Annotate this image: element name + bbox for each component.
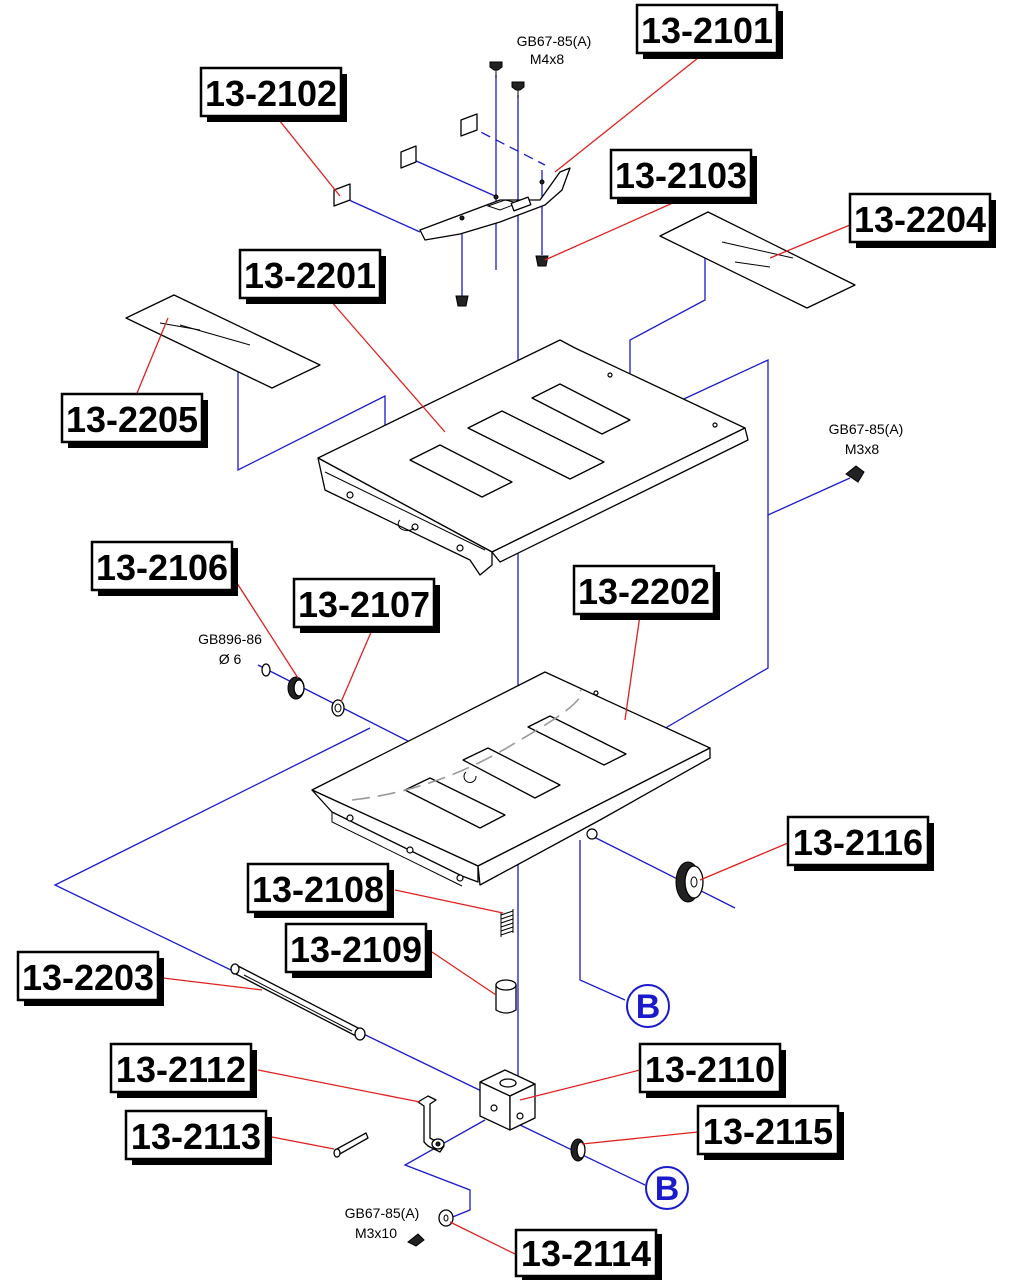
part-label-2109: 13-2109 [284, 922, 432, 978]
ref-b-upper: B [626, 984, 670, 1028]
note-screw-bottom-size: M3x10 [355, 1225, 397, 1241]
screw-bracket-left [455, 295, 469, 307]
note-washer: GB896-86 Ø 6 [198, 631, 262, 667]
note-screw-bottom: GB67-85(A) M3x10 [345, 1205, 420, 1241]
screw-top-b [511, 81, 525, 91]
part-label-2202: 13-2202 [572, 564, 720, 620]
part-label-2114: 13-2114 [514, 1228, 662, 1280]
base-tray [311, 671, 711, 887]
clip-right [460, 113, 478, 137]
note-screw-right-std: GB67-85(A) [829, 421, 904, 437]
note-washer-size: Ø 6 [219, 651, 242, 667]
part-label-2115: 13-2115 [696, 1104, 844, 1160]
sticker-right [659, 211, 856, 309]
part-label-2108: 13-2108 [246, 862, 394, 918]
sticker-left [125, 294, 321, 389]
leader-lines [134, 57, 851, 1256]
part-label-2115-text: 13-2115 [703, 1111, 833, 1152]
ref-b-lower-text: B [655, 1170, 680, 1208]
screw-top-a [489, 61, 503, 71]
part-label-2109-text: 13-2109 [290, 929, 422, 970]
washer-small [261, 663, 271, 677]
part-label-2114-text: 13-2114 [521, 1233, 651, 1274]
part-label-2116: 13-2116 [786, 815, 934, 871]
screw-right [845, 465, 865, 483]
part-label-2113: 13-2113 [124, 1109, 272, 1165]
part-label-2204-text: 13-2204 [854, 199, 986, 240]
block-2110 [479, 1069, 536, 1131]
part-label-2205-text: 13-2205 [66, 399, 198, 440]
bracket-part [333, 61, 571, 307]
part-label-2110: 13-2110 [638, 1042, 786, 1098]
ref-b-upper-text: B [636, 988, 661, 1026]
ref-b-lower: B [645, 1166, 689, 1210]
part-label-2108-text: 13-2108 [252, 869, 384, 910]
clip-left [333, 183, 351, 207]
bearing-2106 [287, 676, 305, 700]
part-label-2106: 13-2106 [90, 540, 238, 596]
part-label-2202-text: 13-2202 [578, 571, 710, 612]
part-label-2116-text: 13-2116 [793, 822, 923, 863]
rod-2203 [230, 963, 366, 1041]
note-screw-bottom-std: GB67-85(A) [345, 1205, 420, 1221]
note-screw-top: GB67-85(A) M4x8 [517, 33, 592, 67]
screw-bracket-right [535, 255, 549, 267]
part-label-2103: 13-2103 [609, 148, 757, 204]
bushing-2107 [331, 699, 345, 717]
note-screw-top-size: M4x8 [530, 51, 564, 67]
pin-2113 [333, 1132, 369, 1158]
note-screw-top-std: GB67-85(A) [517, 33, 592, 49]
part-label-2201-text: 13-2201 [244, 255, 376, 296]
part-label-2113-text: 13-2113 [131, 1116, 261, 1157]
part-label-2102: 13-2102 [199, 66, 347, 122]
note-screw-right-size: M3x8 [845, 441, 879, 457]
bracket-2112 [417, 1095, 445, 1153]
screw-bottom [407, 1233, 425, 1247]
wheel-2116 [675, 861, 704, 903]
note-washer-std: GB896-86 [198, 631, 262, 647]
part-label-2110-text: 13-2110 [645, 1049, 775, 1090]
washer-2114 [407, 1209, 454, 1247]
part-label-2201: 13-2201 [238, 248, 386, 304]
clip-middle [400, 145, 417, 169]
part-label-2203: 13-2203 [16, 950, 164, 1006]
part-label-2107-text: 13-2107 [298, 584, 430, 625]
sleeve-2109 [495, 979, 517, 1014]
part-label-2203-text: 13-2203 [22, 957, 154, 998]
part-label-2106-text: 13-2106 [96, 547, 228, 588]
part-label-2101-text: 13-2101 [641, 10, 773, 51]
washer-2115 [570, 1138, 586, 1162]
part-label-2102-text: 13-2102 [205, 73, 337, 114]
part-label-2205: 13-2205 [60, 392, 208, 448]
upper-tray [317, 339, 749, 576]
spring-2108 [500, 909, 514, 937]
part-label-2101: 13-2101 [635, 3, 783, 59]
part-label-2112-text: 13-2112 [116, 1049, 246, 1090]
part-label-2103-text: 13-2103 [615, 155, 747, 196]
part-label-2107: 13-2107 [292, 577, 440, 633]
note-screw-right: GB67-85(A) M3x8 [829, 421, 904, 457]
part-label-2112: 13-2112 [109, 1042, 257, 1098]
part-label-2204: 13-2204 [848, 192, 996, 248]
